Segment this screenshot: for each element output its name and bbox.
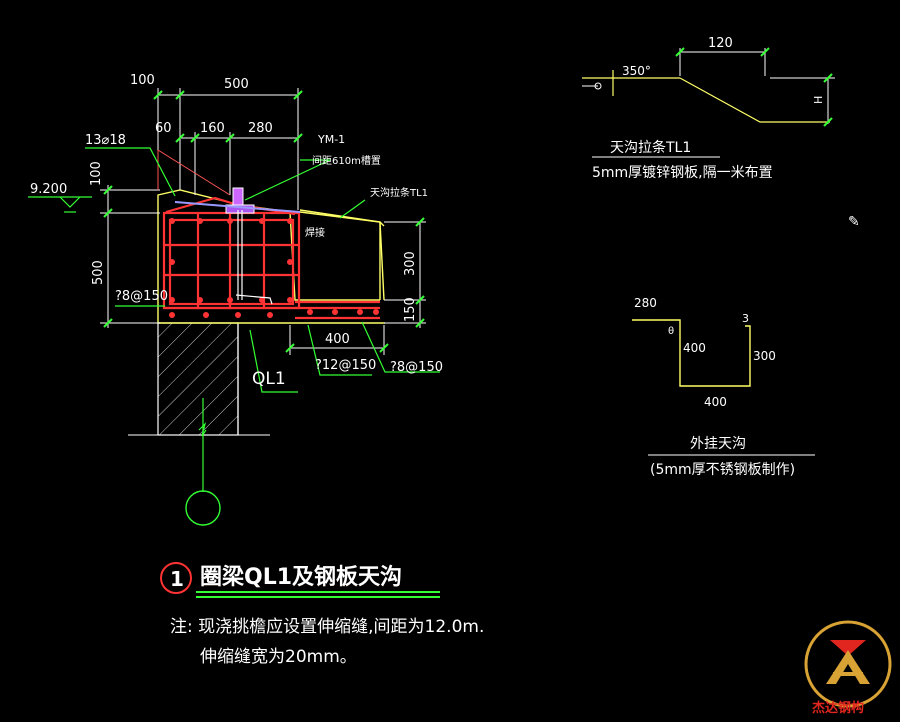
label-weld: 焊接 [305, 226, 325, 239]
label-stirrup-left: ?8@150 [115, 289, 168, 304]
axis-bubble [185, 490, 221, 526]
section-drawing: 100 500 60 160 280 100 500 300 150 400 1… [28, 73, 443, 526]
notes: 注: 现浇挑檐应设置伸缩缝,间距为12.0m. 伸缩缝宽为20mm。 [170, 617, 484, 667]
gutter-dim-280: 280 [634, 296, 657, 310]
dim-ticks [103, 90, 425, 353]
label-top-bars: 13⌀18 [85, 133, 126, 148]
cursor-icon: ✎ [848, 214, 860, 230]
label-bar-slab: ?12@150 [315, 358, 376, 373]
dim-300-right: 300 [403, 251, 418, 276]
dim-500-top: 500 [224, 77, 249, 92]
gutter-title: 外挂天沟 [690, 436, 746, 452]
label-ym1-note: 间距610m槽置 [312, 154, 381, 167]
dim-160: 160 [200, 121, 225, 136]
title-number-circle [160, 562, 192, 594]
label-ql1: QL1 [252, 369, 286, 389]
tl1-dim-h: H [812, 96, 825, 104]
dim-150-right: 150 [403, 297, 418, 322]
company-logo: 杰达钢构 [804, 620, 892, 716]
tl1-subtitle: 5mm厚镀锌钢板,隔一米布置 [592, 164, 773, 181]
gutter-dim-theta: θ [668, 326, 674, 337]
gutter-detail: 280 3 θ 400 300 400 外挂天沟 (5mm厚不锈钢板制作) [632, 296, 815, 478]
gutter-dim-300-right: 300 [753, 349, 776, 363]
dim-280: 280 [248, 121, 273, 136]
tl1-angle: 350° [622, 64, 651, 78]
main-title: 1 圈梁QL1及钢板天沟 [160, 562, 440, 598]
rebar-dots [169, 218, 379, 318]
logo-text: 杰达钢构 [812, 700, 864, 716]
tl1-detail: 350° 120 H 天沟拉条TL1 5mm厚镀锌钢板,隔一米布置 ✎ [582, 36, 860, 230]
label-ym1: YM-1 [317, 133, 345, 146]
red-extension [157, 149, 231, 196]
embedded-part-ym1 [174, 187, 301, 305]
dim-100-left: 100 [89, 161, 104, 186]
title-number: 1 [170, 567, 184, 591]
masonry-wall [128, 322, 270, 436]
leader-lines [85, 147, 440, 492]
label-tl1: 天沟拉条TL1 [370, 186, 428, 199]
gutter-subtitle: (5mm厚不锈钢板制作) [650, 462, 795, 478]
tl1-dim-120: 120 [708, 36, 733, 51]
note-line-1: 注: 现浇挑檐应设置伸缩缝,间距为12.0m. [170, 617, 484, 637]
title-text: 圈梁QL1及钢板天沟 [200, 564, 402, 590]
gutter-dim-400-left: 400 [683, 341, 706, 355]
dim-400-bottom: 400 [325, 332, 350, 347]
note-line-2: 伸缩缝宽为20mm。 [200, 647, 357, 667]
tl1-title: 天沟拉条TL1 [610, 139, 691, 156]
elevation-marker [28, 196, 92, 213]
dim-100-top: 100 [130, 73, 155, 88]
dim-60: 60 [155, 121, 172, 136]
label-elevation: 9.200 [30, 182, 67, 197]
rebar-cage [162, 196, 380, 320]
label-bar-slab2: ?8@150 [390, 360, 443, 375]
dim-500-left: 500 [91, 260, 106, 285]
gutter-dim-3: 3 [742, 312, 749, 325]
gutter-dim-400-bottom: 400 [704, 395, 727, 409]
